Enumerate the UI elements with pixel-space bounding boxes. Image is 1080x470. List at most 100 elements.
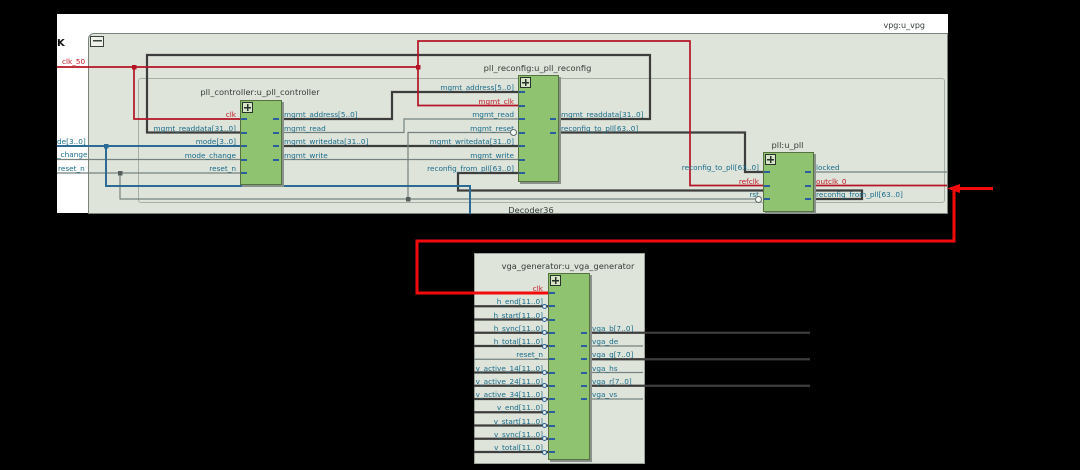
port-label-outclk_0: outclk_0 bbox=[816, 176, 847, 186]
expand-icon[interactable] bbox=[550, 275, 561, 286]
port-pin bbox=[550, 131, 556, 134]
outer-instance-label: vpg:u_vpg bbox=[883, 21, 925, 30]
port-pin bbox=[519, 145, 525, 147]
port-label-mgmt_address[5..0]: mgmt_address[5..0] bbox=[440, 83, 514, 92]
expand-icon[interactable] bbox=[242, 102, 253, 113]
bus-terminal-icon bbox=[542, 396, 547, 402]
port-pin bbox=[764, 184, 770, 187]
port-pin bbox=[273, 145, 279, 147]
module-block-vga_generator[interactable] bbox=[548, 273, 590, 460]
port-label-mgmt_write: mgmt_write bbox=[284, 150, 328, 160]
external-port-mode-label: de[3..0] bbox=[57, 137, 86, 146]
port-pin bbox=[581, 358, 587, 361]
port-pin bbox=[764, 198, 770, 200]
port-label-reconfig_from_pll[63..0]: reconfig_from_pll[63..0] bbox=[427, 164, 514, 173]
port-label-vga_g[7..0]: vga_g[7..0] bbox=[592, 350, 634, 360]
module-block-pll_reconfig[interactable] bbox=[518, 75, 559, 182]
port-pin bbox=[519, 131, 525, 134]
port-pin bbox=[549, 437, 555, 440]
junction-dots bbox=[104, 65, 421, 202]
module-title-vga_generator: vga_generator:u_vga_generator bbox=[501, 261, 635, 271]
port-label-h_start[11..0]: h_start[11..0] bbox=[493, 310, 543, 320]
external-port-mode-change-label: _change bbox=[57, 150, 88, 159]
port-pin bbox=[549, 358, 555, 361]
port-pin bbox=[581, 371, 587, 374]
port-pin bbox=[241, 158, 247, 161]
port-pin bbox=[549, 411, 555, 414]
port-label-refclk: refclk bbox=[738, 176, 759, 186]
port-label-mgmt_writedata[31..0]: mgmt_writedata[31..0] bbox=[284, 137, 369, 146]
port-label-reconfig_to_pll[63..0]: reconfig_to_pll[63..0] bbox=[561, 123, 639, 133]
expand-icon[interactable] bbox=[765, 154, 776, 165]
invert-bubble-icon bbox=[510, 129, 517, 136]
port-pin bbox=[805, 198, 811, 200]
port-pin bbox=[241, 131, 247, 134]
port-pin bbox=[273, 131, 279, 134]
port-pin bbox=[549, 331, 555, 334]
port-pin bbox=[581, 345, 587, 347]
port-label-mgmt_address[5..0]: mgmt_address[5..0] bbox=[284, 110, 358, 119]
port-label-reset_n: reset_n bbox=[516, 350, 543, 360]
port-label-v_sync[11..0]: v_sync[11..0] bbox=[494, 429, 543, 439]
port-pin bbox=[519, 104, 525, 107]
port-label-mgmt_read: mgmt_read bbox=[472, 110, 514, 119]
port-label-mode[3..0]: mode[3..0] bbox=[195, 137, 236, 146]
bus-terminal-icon bbox=[542, 423, 547, 428]
port-label-h_sync[11..0]: h_sync[11..0] bbox=[493, 323, 543, 333]
port-pin bbox=[549, 398, 555, 400]
bus-wires bbox=[145, 53, 864, 201]
occlusion-top bbox=[0, 0, 1080, 14]
port-pin bbox=[273, 118, 279, 120]
port-label-reconfig_to_pll[63..0]: reconfig_to_pll[63..0] bbox=[681, 163, 759, 172]
external-port-clk50-label: clk_50 bbox=[62, 57, 86, 66]
bus-terminal-icon bbox=[542, 370, 547, 375]
port-label-v_active_14[11..0]: v_active_14[11..0] bbox=[475, 363, 543, 373]
port-pin bbox=[519, 158, 525, 161]
port-pin bbox=[805, 184, 811, 187]
collapse-icon[interactable] bbox=[90, 36, 104, 47]
bus-terminal-icon bbox=[542, 436, 547, 442]
port-pin bbox=[519, 172, 525, 174]
port-pin bbox=[241, 145, 247, 147]
port-pin bbox=[549, 451, 555, 453]
port-label-rst: rst bbox=[749, 190, 759, 199]
port-label-vga_b[7..0]: vga_b[7..0] bbox=[592, 323, 634, 333]
port-pin bbox=[764, 171, 770, 173]
port-pin bbox=[581, 384, 587, 387]
bus-terminal-icon bbox=[542, 330, 547, 336]
port-pin bbox=[273, 158, 279, 161]
vga-bus-wires bbox=[474, 305, 810, 454]
port-label-h_end[11..0]: h_end[11..0] bbox=[496, 297, 543, 307]
port-label-mgmt_write: mgmt_write bbox=[470, 150, 514, 160]
port-pin bbox=[549, 305, 555, 308]
port-label-v_active_34[11..0]: v_active_34[11..0] bbox=[475, 390, 543, 399]
port-label-v_active_24[11..0]: v_active_24[11..0] bbox=[475, 376, 543, 386]
port-label-v_end[11..0]: v_end[11..0] bbox=[497, 403, 543, 413]
bus-terminal-icon bbox=[542, 409, 547, 415]
port-label-v_total[11..0]: v_total[11..0] bbox=[494, 443, 543, 452]
port-pin bbox=[581, 398, 587, 400]
module-title-pll_reconfig: pll_reconfig:u_pll_reconfig bbox=[483, 63, 592, 73]
port-pin bbox=[550, 118, 556, 120]
clock-net-wires bbox=[57, 40, 947, 187]
port-label-clk: clk bbox=[225, 110, 236, 119]
port-pin bbox=[805, 171, 811, 173]
module-title-pll_controller: pll_controller:u_pll_controller bbox=[200, 87, 320, 97]
port-label-mgmt_readdata[31..0]: mgmt_readdata[31..0] bbox=[153, 123, 237, 133]
vga-single-wires bbox=[474, 345, 643, 400]
port-pin bbox=[241, 172, 247, 174]
external-port-reset-n-label: reset_n bbox=[58, 164, 85, 173]
port-pin bbox=[519, 91, 525, 93]
port-label-mgmt_clk: mgmt_clk bbox=[478, 96, 514, 106]
port-label-mgmt_writedata[31..0]: mgmt_writedata[31..0] bbox=[429, 137, 514, 146]
bus-terminal-icon bbox=[542, 383, 547, 389]
port-label-reconfig_from_pll[63..0]: reconfig_from_pll[63..0] bbox=[816, 190, 903, 199]
port-label-reset_n: reset_n bbox=[209, 164, 236, 173]
port-pin bbox=[549, 292, 555, 294]
port-pin bbox=[241, 118, 247, 120]
expand-icon[interactable] bbox=[520, 77, 531, 88]
module-block-pll_controller[interactable] bbox=[240, 100, 282, 185]
